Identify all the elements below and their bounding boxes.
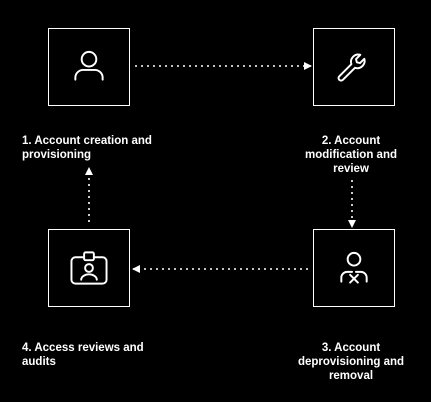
step-4-label: 4. Access reviews and audits xyxy=(22,342,144,368)
step-4-box xyxy=(48,229,130,307)
step-2-box xyxy=(313,28,395,106)
user-remove-icon xyxy=(340,251,368,284)
id-badge-icon xyxy=(70,251,108,285)
step-1-box xyxy=(48,28,130,106)
wrench-icon xyxy=(337,53,366,82)
step-1-label: 1. Account creation and provisioning xyxy=(22,135,152,161)
step-3-box xyxy=(313,229,395,307)
user-icon xyxy=(74,50,104,81)
step-2-label: 2. Account modification and review xyxy=(305,135,397,175)
step-3-label: 3. Account deprovisioning and removal xyxy=(297,342,405,382)
